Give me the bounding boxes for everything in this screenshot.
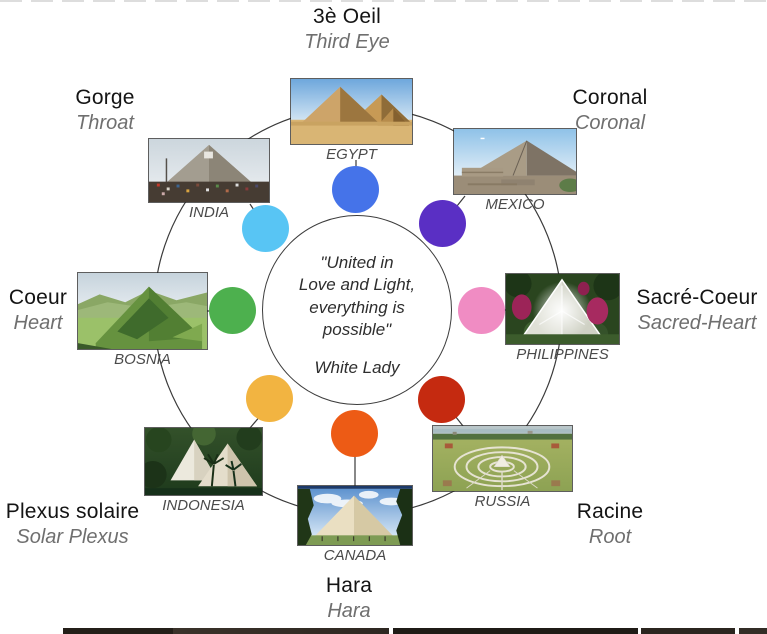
mexico-pyramid-illustration [454, 129, 576, 194]
label-third-eye-en: Third Eye [304, 31, 390, 53]
label-heart-fr: Coeur [8, 286, 68, 309]
chakra-dot-solar-plexus [246, 375, 293, 422]
strip-segment [739, 628, 767, 634]
russia-labyrinth-garden-illustration [433, 426, 572, 491]
cropped-thumbnails-strip [0, 628, 767, 634]
egypt-pyramids-illustration [291, 79, 412, 144]
label-heart: Coeur Heart [0, 286, 76, 335]
chakra-dot-heart [209, 287, 256, 334]
label-crown-fr: Coronal [572, 86, 648, 109]
label-sacred-heart-en: Sacred-Heart [637, 312, 757, 334]
label-solar-plexus-en: Solar Plexus [16, 526, 129, 548]
india-pyramid-illustration [149, 139, 269, 202]
caption-india: INDIA [188, 204, 230, 221]
label-sacred-heart: Sacré-Coeur Sacred-Heart [627, 286, 767, 335]
label-heart-en: Heart [13, 312, 63, 334]
photo-russia: RUSSIA [432, 425, 573, 510]
photo-canada: CANADA [297, 485, 413, 564]
caption-philippines: PHILIPPINES [516, 346, 609, 363]
label-third-eye-fr: 3è Oeil [313, 5, 381, 28]
chakra-dot-crown [419, 200, 466, 247]
photo-india: INDIA [148, 138, 270, 221]
label-sacred-heart-fr: Sacré-Coeur [636, 286, 758, 309]
quote-circle: "United in Love and Light, everything is… [262, 215, 452, 405]
bosnia-hill-pyramid-illustration [78, 273, 207, 349]
chakra-dot-sacred-heart [458, 287, 505, 334]
photo-egypt: EGYPT [290, 78, 413, 163]
label-throat: Gorge Throat [30, 86, 180, 135]
indonesia-pyramids-illustration [145, 428, 262, 495]
label-solar-plexus-fr: Plexus solaire [5, 500, 140, 523]
top-edge-artifact [0, 0, 767, 2]
label-hara: Hara Hara [269, 574, 429, 623]
label-root: Racine Root [545, 500, 675, 549]
caption-russia: RUSSIA [474, 493, 531, 510]
strip-segment [393, 628, 638, 634]
photo-indonesia: INDONESIA [144, 427, 263, 514]
caption-indonesia: INDONESIA [162, 497, 245, 514]
quote-text: "United in Love and Light, everything is… [298, 253, 416, 340]
caption-canada: CANADA [323, 547, 387, 564]
photo-philippines: PHILIPPINES [505, 273, 620, 363]
strip-segment [641, 628, 735, 634]
chakra-dot-third-eye [332, 166, 379, 213]
label-crown-en: Coronal [574, 112, 646, 134]
chakra-dot-hara [331, 410, 378, 457]
label-root-fr: Racine [576, 500, 644, 523]
philippines-pyramid-illustration [506, 274, 619, 344]
photo-mexico: MEXICO [453, 128, 577, 213]
label-throat-en: Throat [76, 112, 134, 134]
label-hara-en: Hara [327, 600, 371, 622]
quote-author: White Lady [314, 357, 400, 377]
chakra-dot-root [418, 376, 465, 423]
label-crown: Coronal Coronal [535, 86, 685, 135]
caption-egypt: EGYPT [326, 146, 377, 163]
photo-bosnia: BOSNIA [77, 272, 208, 368]
label-throat-fr: Gorge [75, 86, 135, 109]
canada-pyramid-illustration [298, 486, 412, 545]
strip-segment [63, 628, 173, 634]
strip-segment [173, 628, 389, 634]
caption-bosnia: BOSNIA [114, 351, 171, 368]
caption-mexico: MEXICO [485, 196, 545, 213]
label-root-en: Root [588, 526, 632, 548]
label-third-eye: 3è Oeil Third Eye [247, 5, 447, 54]
chakra-dot-throat [242, 205, 289, 252]
label-hara-fr: Hara [325, 574, 373, 597]
label-solar-plexus: Plexus solaire Solar Plexus [0, 500, 145, 549]
